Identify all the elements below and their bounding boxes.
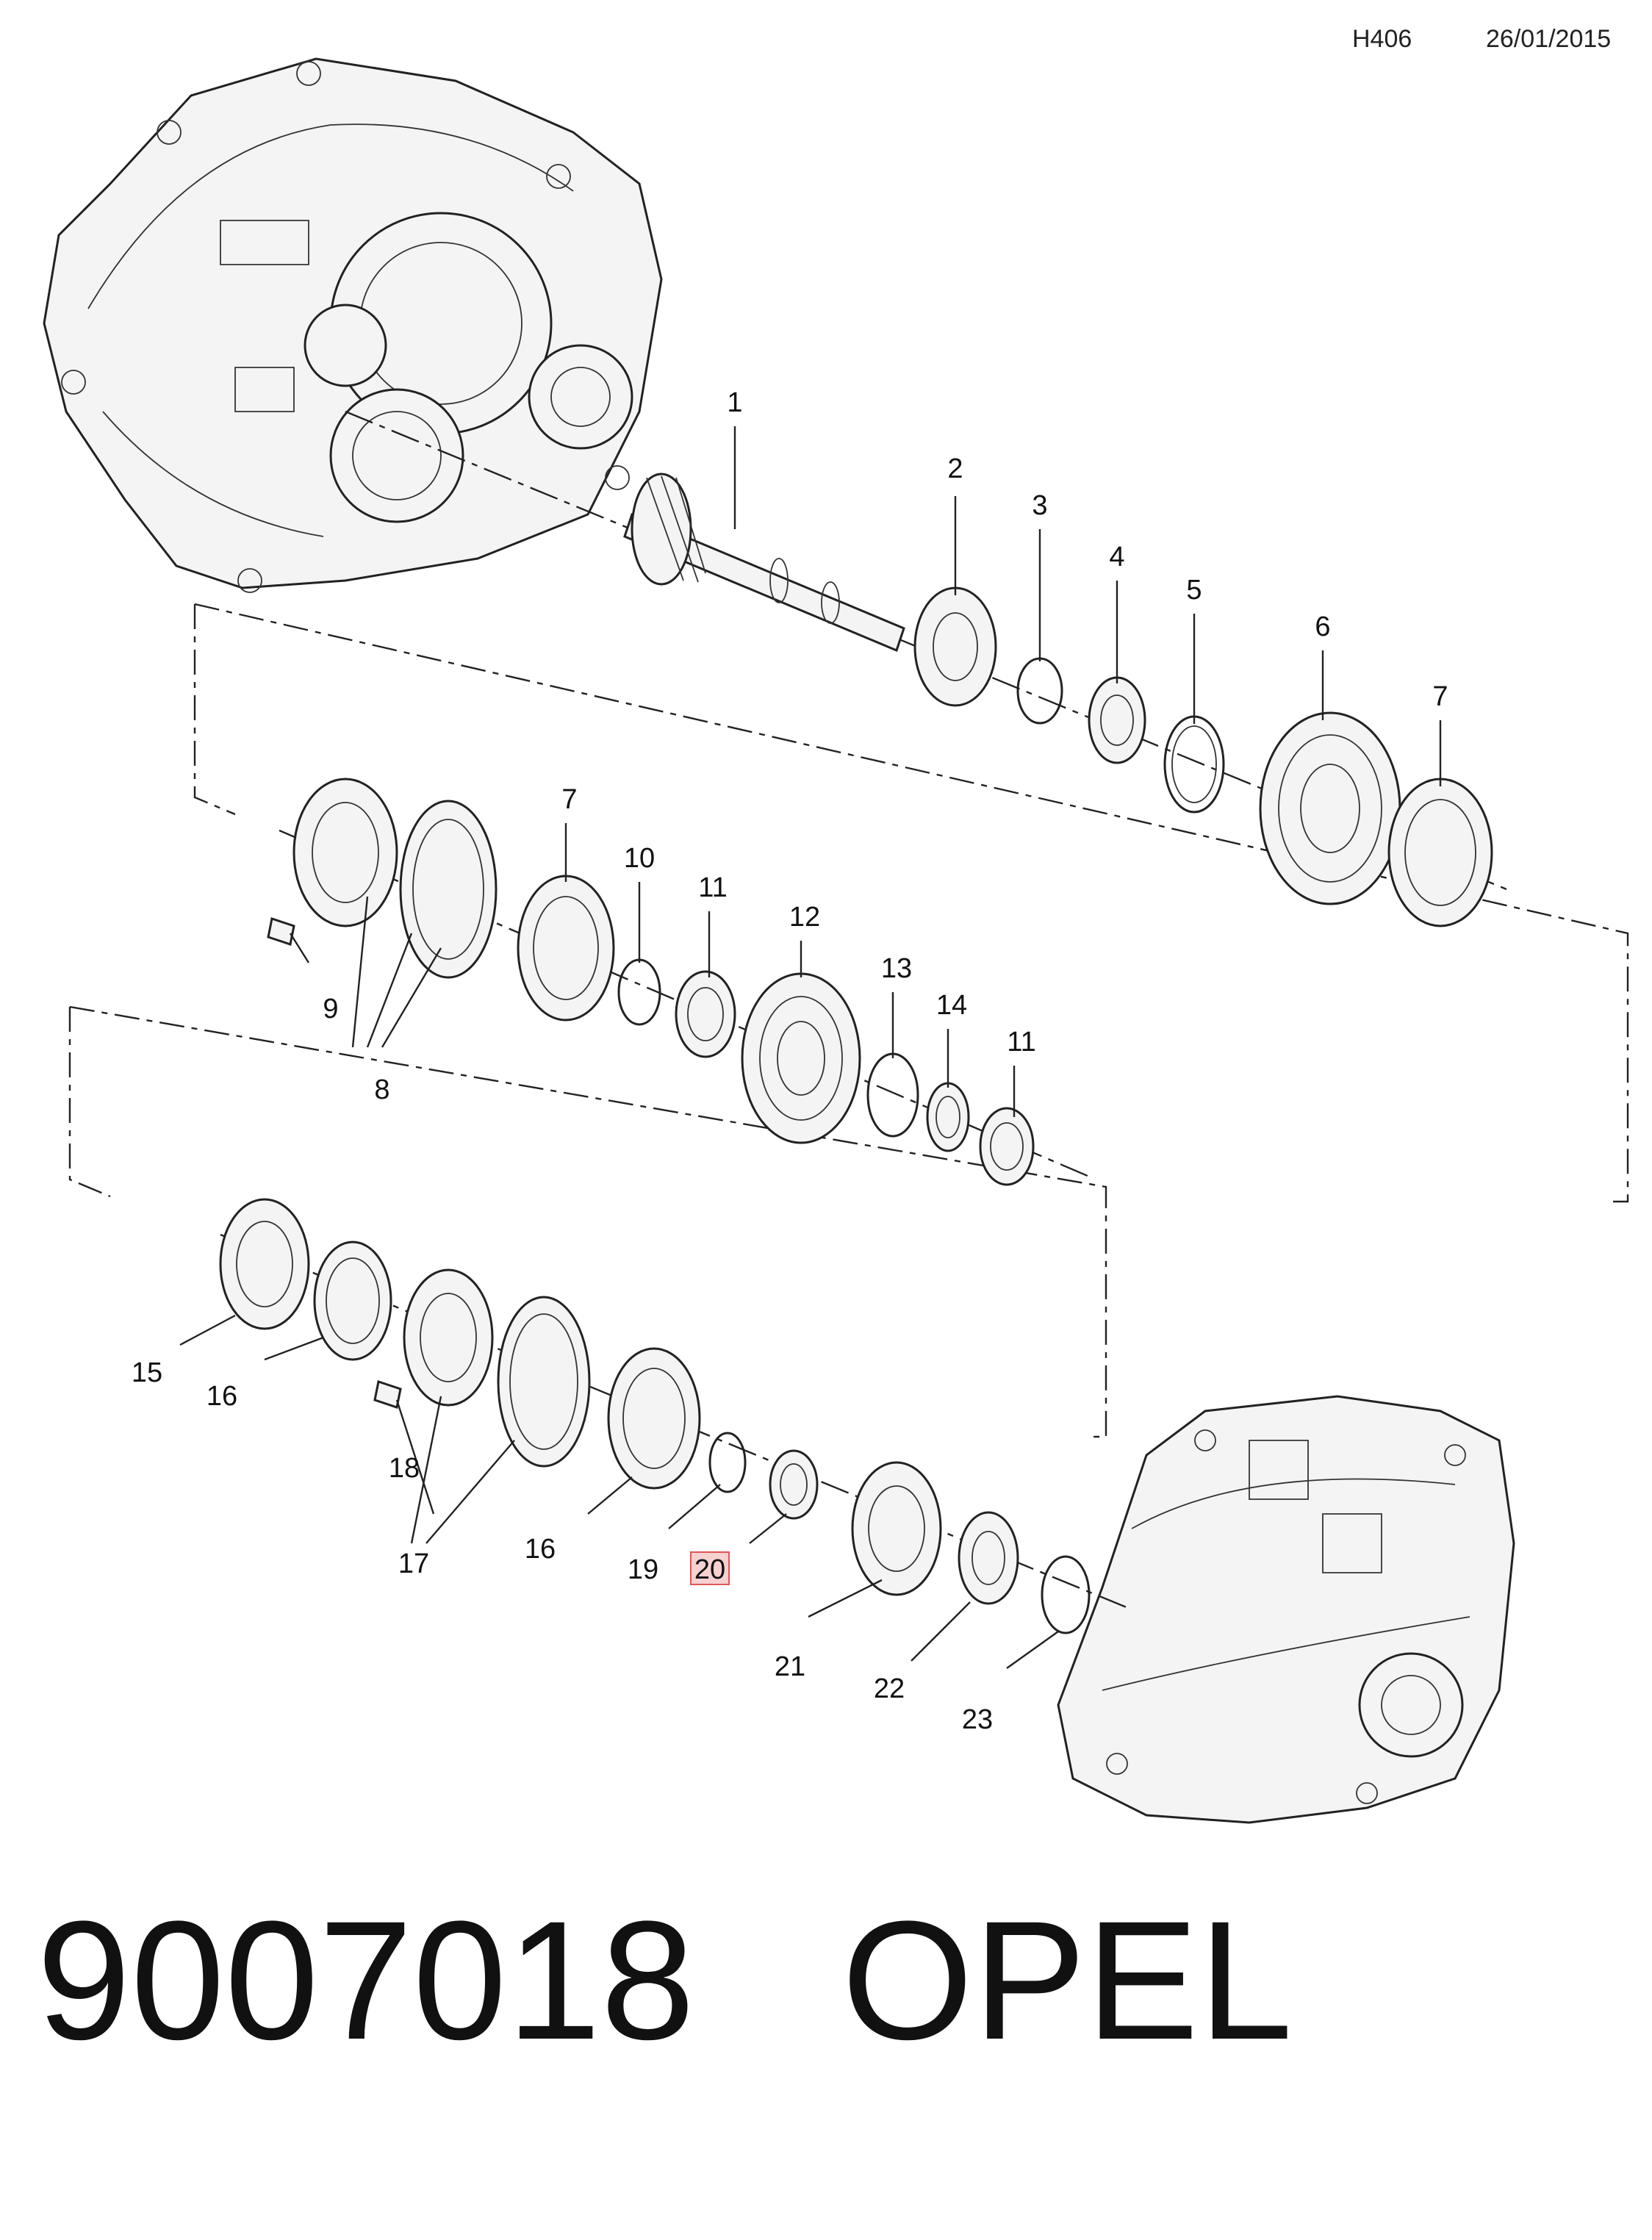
detent-18 — [373, 1380, 402, 1409]
synchro-ring-7a — [1387, 778, 1493, 927]
callout-20-highlight — [690, 1551, 730, 1585]
gear-6 — [1259, 711, 1401, 905]
callout-12: 12 — [789, 902, 820, 933]
callout-17: 17 — [398, 1548, 429, 1579]
snap-ring-10 — [617, 958, 661, 1026]
diagram-date: 26/01/2015 — [1486, 25, 1612, 53]
leader-lines — [179, 426, 1442, 1669]
part-number: 9007018 — [37, 1886, 695, 2075]
callout-11a: 11 — [698, 872, 727, 903]
bearing-22 — [958, 1511, 1019, 1605]
callout-16b: 16 — [525, 1534, 556, 1565]
diagram-code: H406 — [1352, 25, 1412, 53]
callout-2: 2 — [947, 453, 963, 484]
synchro-ring-16b — [607, 1347, 701, 1490]
callout-16a: 16 — [206, 1381, 237, 1412]
callout-3: 3 — [1032, 490, 1047, 521]
synchro-ring-16a — [313, 1241, 392, 1361]
callout-5: 5 — [1186, 575, 1202, 606]
needle-bearing-11b — [979, 1107, 1035, 1186]
snap-ring-19 — [708, 1432, 747, 1493]
gear-21 — [851, 1461, 942, 1596]
housing-rear — [1057, 1395, 1515, 1824]
gear-12 — [741, 972, 861, 1144]
ring-5 — [1163, 715, 1225, 814]
needle-bearing-4 — [1088, 676, 1146, 764]
bearing-2 — [913, 586, 997, 707]
snap-ring-23 — [1041, 1555, 1091, 1634]
callout-10: 10 — [624, 843, 655, 874]
ring-13 — [866, 1052, 919, 1138]
callout-4: 4 — [1109, 542, 1124, 572]
callout-7a: 7 — [1432, 681, 1448, 712]
synchro-hub-17 — [403, 1268, 591, 1468]
callout-20: 20 — [694, 1554, 725, 1585]
input-shaft — [623, 473, 905, 653]
callout-23: 23 — [962, 1704, 993, 1735]
needle-bearing-20 — [769, 1449, 819, 1520]
callout-13: 13 — [881, 953, 912, 984]
needle-bearing-11a — [675, 970, 736, 1058]
callout-15: 15 — [132, 1357, 162, 1388]
callout-9: 9 — [323, 994, 338, 1024]
detent-9 — [267, 917, 295, 946]
housing-front — [43, 57, 663, 593]
snap-ring-3 — [1016, 657, 1063, 725]
callout-19: 19 — [628, 1554, 658, 1585]
callout-6: 6 — [1315, 611, 1330, 642]
callout-11b: 11 — [1007, 1027, 1035, 1058]
gear-15 — [219, 1198, 310, 1330]
callout-1: 1 — [727, 387, 742, 418]
brand-name: OPEL — [841, 1886, 1293, 2075]
callout-18: 18 — [389, 1453, 420, 1484]
synchro-ring-7b — [517, 875, 615, 1022]
synchro-hub-8 — [292, 778, 498, 979]
thrust-washer-14 — [926, 1082, 970, 1152]
callout-8: 8 — [374, 1074, 389, 1105]
callout-21: 21 — [775, 1651, 805, 1682]
callout-14: 14 — [936, 990, 967, 1021]
callout-22: 22 — [874, 1673, 905, 1704]
callout-7b: 7 — [561, 784, 577, 815]
callouts: 1 2 3 4 5 6 7 7 8 9 10 11 11 12 13 14 15… — [132, 387, 1448, 1735]
